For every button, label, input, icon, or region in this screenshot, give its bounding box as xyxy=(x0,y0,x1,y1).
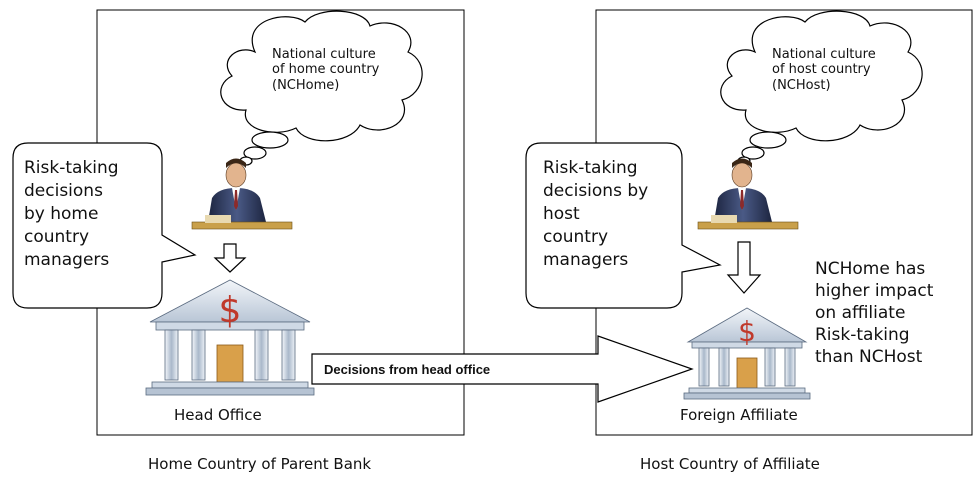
host-cloud-text: National culture of host country (NCHost… xyxy=(772,47,876,93)
host-bubble-line: country xyxy=(543,226,609,247)
home-down-arrow xyxy=(213,243,247,273)
home-cloud-line: of home country xyxy=(272,62,380,78)
impact-line: than NCHost xyxy=(815,347,923,368)
impact-line: higher impact xyxy=(815,281,934,302)
foreign-affiliate-building-icon: $ xyxy=(683,307,811,400)
host-cloud-line: of host country xyxy=(772,62,871,78)
host-speech-bubble xyxy=(525,142,722,309)
home-bubble-line: decisions xyxy=(24,180,103,201)
impact-line: Risk-taking xyxy=(815,325,910,346)
home-bubble-text: Risk-taking decisions by home country ma… xyxy=(24,157,119,272)
host-bubble-line: managers xyxy=(543,249,629,270)
host-country-caption: Host Country of Affiliate xyxy=(640,455,820,473)
home-speech-bubble xyxy=(12,142,197,309)
impact-line: NCHome has xyxy=(815,259,926,279)
home-cloud-line: (NCHome) xyxy=(272,77,340,93)
home-bubble-line: Risk-taking xyxy=(24,158,119,178)
host-cloud-line: (NCHost) xyxy=(772,77,831,93)
host-bubble-line: decisions by xyxy=(543,180,649,201)
host-manager-icon xyxy=(697,158,799,230)
foreign-affiliate-dollar-sign: $ xyxy=(738,315,756,348)
host-thought-cloud xyxy=(720,10,923,166)
impact-note: NCHome has higher impact on affiliate Ri… xyxy=(815,258,933,368)
host-cloud-line: National culture xyxy=(772,47,876,62)
head-office-building-icon: $ xyxy=(145,279,315,396)
home-cloud-text: National culture of home country (NCHome… xyxy=(272,47,379,93)
home-bubble-line: by home xyxy=(24,203,99,224)
home-cloud-line: National culture xyxy=(272,47,376,62)
home-country-caption: Home Country of Parent Bank xyxy=(148,455,372,473)
home-bubble-line: managers xyxy=(24,249,110,270)
impact-line: on affiliate xyxy=(815,303,906,324)
host-bubble-line: host xyxy=(543,203,580,224)
home-bubble-line: country xyxy=(24,226,90,247)
head-office-label: Head Office xyxy=(174,406,262,424)
decisions-arrow-label: Decisions from head office xyxy=(324,362,491,377)
decisions-arrow xyxy=(311,335,694,403)
host-bubble-line: Risk-taking xyxy=(543,158,638,178)
foreign-affiliate-label: Foreign Affiliate xyxy=(680,406,798,424)
host-down-arrow xyxy=(726,241,762,294)
home-manager-icon xyxy=(191,158,293,230)
head-office-dollar-sign: $ xyxy=(219,290,242,331)
host-bubble-text: Risk-taking decisions by host country ma… xyxy=(543,157,648,272)
